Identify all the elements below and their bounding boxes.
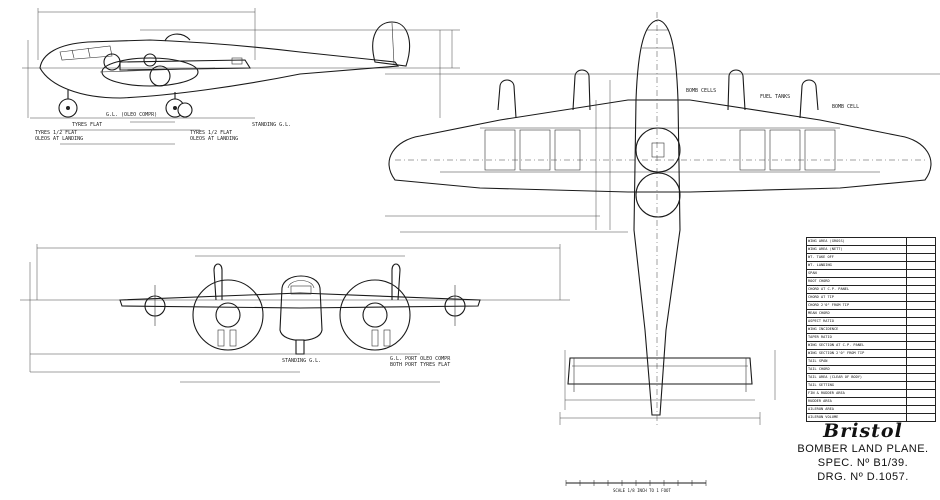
spec-label: TAIL CHORD xyxy=(806,365,907,374)
svg-text:OLEOS AT LANDING: OLEOS AT LANDING xyxy=(190,136,238,142)
spec-row: TAPER RATIO xyxy=(806,333,936,342)
spec-row: MEAN CHORD xyxy=(806,309,936,318)
spec-label: WT. TAKE OFF xyxy=(806,253,907,262)
spec-label: TAIL SPAN xyxy=(806,357,907,366)
spec-label: FIN & RUDDER AREA xyxy=(806,389,907,398)
spec-label: WING SECTION AT C.P. PANEL xyxy=(806,341,907,350)
spec-row: SPAN xyxy=(806,269,936,278)
svg-text:OLEOS AT LANDING: OLEOS AT LANDING xyxy=(35,136,83,142)
spec-row: WING INCIDENCE xyxy=(806,325,936,334)
svg-text:G.L. PORT OLEO COMPR: G.L. PORT OLEO COMPR xyxy=(390,356,451,362)
spec-value-cell xyxy=(906,357,936,366)
spec-value-cell xyxy=(906,381,936,390)
spec-row: WT. TAKE OFF xyxy=(806,253,936,262)
title-block: Bristol BOMBER LAND PLANE. SPEC. Nº B1/3… xyxy=(788,420,938,484)
spec-value-cell xyxy=(906,253,936,262)
title-line-3: DRG. Nº D.1057. xyxy=(817,471,909,483)
spec-row: CHORD AT TIP xyxy=(806,293,936,302)
spec-row: WT. LANDING xyxy=(806,261,936,270)
spec-label: CHORD 2'0" FROM TIP xyxy=(806,301,907,310)
side-view: G.L. (OLEO COMPR) TYRES FLAT TYRES 1/2 F… xyxy=(22,8,460,145)
spec-label: AILERON AREA xyxy=(806,405,907,414)
spec-row: AILERON VOLUME xyxy=(806,413,936,422)
spec-value-cell xyxy=(906,397,936,406)
spec-row: RUDDER AREA xyxy=(806,397,936,406)
svg-text:FUEL TANKS: FUEL TANKS xyxy=(760,94,790,100)
spec-value-cell xyxy=(906,365,936,374)
spec-row: ASPECT RATIO xyxy=(806,317,936,326)
spec-value-cell xyxy=(906,293,936,302)
spec-row: TAIL CHORD xyxy=(806,365,936,374)
spec-row: TAIL AREA (CLEAR OF BODY) xyxy=(806,373,936,382)
spec-label: RUDDER AREA xyxy=(806,397,907,406)
svg-text:G.L. (OLEO COMPR): G.L. (OLEO COMPR) xyxy=(106,112,157,118)
svg-text:TYRES 1/2 FLAT: TYRES 1/2 FLAT xyxy=(35,130,77,136)
spec-row: TAIL SETTING xyxy=(806,381,936,390)
spec-label: TAPER RATIO xyxy=(806,333,907,342)
spec-label: WT. LANDING xyxy=(806,261,907,270)
spec-label: CHORD AT TIP xyxy=(806,293,907,302)
spec-row: CHORD AT C.P. PANEL xyxy=(806,285,936,294)
svg-text:BOMB CELL: BOMB CELL xyxy=(832,104,859,110)
spec-row: WING AREA (GROSS) xyxy=(806,237,936,246)
svg-text:BOTH PORT TYRES FLAT: BOTH PORT TYRES FLAT xyxy=(390,362,450,368)
spec-value-cell xyxy=(906,309,936,318)
bristol-logo: Bristol xyxy=(823,420,903,442)
spec-label: CHORD AT C.P. PANEL xyxy=(806,285,907,294)
spec-value-cell xyxy=(906,317,936,326)
specification-table: WING AREA (GROSS)WING AREA (NETT)WT. TAK… xyxy=(806,237,936,422)
spec-value-cell xyxy=(906,277,936,286)
spec-value-cell xyxy=(906,349,936,358)
spec-row: FIN & RUDDER AREA xyxy=(806,389,936,398)
spec-value-cell xyxy=(906,269,936,278)
spec-label: TAIL AREA (CLEAR OF BODY) xyxy=(806,373,907,382)
svg-text:STANDING G.L.: STANDING G.L. xyxy=(252,122,291,128)
spec-value-cell xyxy=(906,301,936,310)
spec-value-cell xyxy=(906,405,936,414)
spec-label: WING AREA (GROSS) xyxy=(806,237,907,246)
spec-value-cell xyxy=(906,373,936,382)
spec-value-cell xyxy=(906,341,936,350)
title-line-1: BOMBER LAND PLANE. xyxy=(797,443,929,455)
svg-text:TYRES FLAT: TYRES FLAT xyxy=(72,122,102,128)
scale-label: SCALE 1/8 INCH TO 1 FOOT xyxy=(613,488,671,493)
spec-value-cell xyxy=(906,285,936,294)
spec-value-cell xyxy=(906,237,936,246)
spec-label: ASPECT RATIO xyxy=(806,317,907,326)
spec-row: WING AREA (NETT) xyxy=(806,245,936,254)
spec-row: WING SECTION AT C.P. PANEL xyxy=(806,341,936,350)
title-line-2: SPEC. Nº B1/39. xyxy=(817,457,909,469)
spec-value-cell xyxy=(906,261,936,270)
spec-label: MEAN CHORD xyxy=(806,309,907,318)
svg-text:TYRES 1/2 FLAT: TYRES 1/2 FLAT xyxy=(190,130,232,136)
spec-label: WING AREA (NETT) xyxy=(806,245,907,254)
spec-row: CHORD 2'0" FROM TIP xyxy=(806,301,936,310)
spec-row: WING SECTION 2'0" FROM TIP xyxy=(806,349,936,358)
spec-label: WING INCIDENCE xyxy=(806,325,907,334)
spec-value-cell xyxy=(906,325,936,334)
spec-row: ROOT CHORD xyxy=(806,277,936,286)
spec-label: TAIL SETTING xyxy=(806,381,907,390)
spec-row: AILERON AREA xyxy=(806,405,936,414)
spec-value-cell xyxy=(906,413,936,422)
spec-value-cell xyxy=(906,333,936,342)
spec-value-cell xyxy=(906,245,936,254)
front-view: STANDING G.L. G.L. PORT OLEO COMPR BOTH … xyxy=(20,244,570,383)
plan-view: BOMB CELLS FUEL TANKS BOMB CELL xyxy=(385,12,940,425)
spec-label: WING SECTION 2'0" FROM TIP xyxy=(806,349,907,358)
spec-label: ROOT CHORD xyxy=(806,277,907,286)
svg-text:STANDING G.L.: STANDING G.L. xyxy=(282,358,321,364)
scale-bar xyxy=(565,480,707,486)
svg-text:BOMB CELLS: BOMB CELLS xyxy=(686,88,716,94)
spec-value-cell xyxy=(906,389,936,398)
spec-row: TAIL SPAN xyxy=(806,357,936,366)
spec-label: SPAN xyxy=(806,269,907,278)
